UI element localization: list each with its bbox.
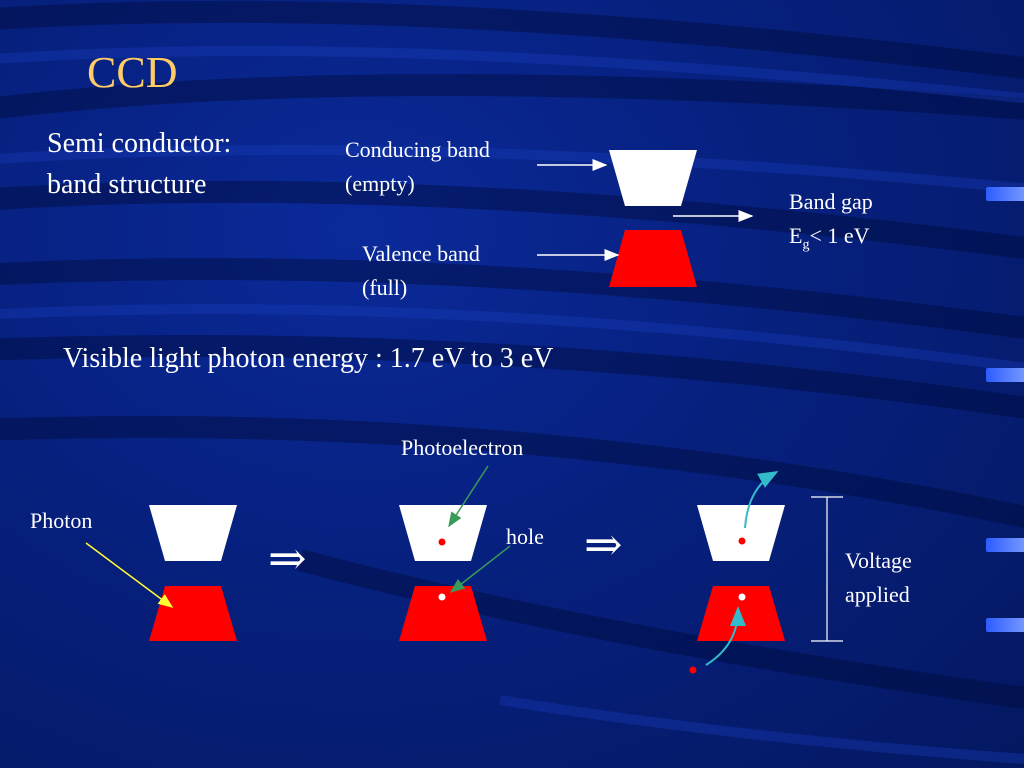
voltage-applied-label: applied	[845, 582, 910, 607]
stage3-electron-dot	[738, 537, 746, 545]
stage2-conduction-band	[399, 505, 487, 561]
conducting-band-state: (empty)	[345, 171, 415, 196]
stage1-conduction-band	[149, 505, 237, 561]
stage1-valence-band	[149, 586, 237, 641]
slide-title: CCD	[87, 48, 178, 97]
edge-highlight	[986, 538, 1024, 552]
conduction-band-shape	[609, 150, 697, 206]
band-gap-value: Eg< 1 eV	[789, 223, 870, 253]
band-gap-symbol: E	[789, 223, 803, 248]
conducting-band-label: Conducing band	[345, 137, 490, 162]
stage3-escaped-electron	[689, 666, 697, 674]
hole-label: hole	[506, 524, 544, 549]
photon-energy-text: Visible light photon energy : 1.7 eV to …	[63, 343, 554, 374]
implies-arrow-1: ⇒	[268, 533, 307, 584]
stage2-electron-dot	[438, 538, 446, 546]
valence-band-shape	[609, 230, 697, 287]
band-gap-subscript: g	[802, 237, 810, 253]
photon-arrow	[85, 542, 174, 608]
heading-line-2: band structure	[47, 169, 207, 200]
hole-arrow	[449, 545, 511, 593]
stage3-hole-dot	[738, 593, 746, 601]
edge-highlight	[986, 368, 1024, 382]
electron-exit-arrow	[744, 471, 779, 529]
stage2-hole-dot	[438, 593, 446, 601]
edge-highlight	[986, 187, 1024, 201]
voltage-label: Voltage	[845, 548, 912, 573]
stage3-conduction-band	[697, 505, 785, 561]
implies-arrow-2: ⇒	[584, 519, 623, 570]
band-gap-number: < 1 eV	[809, 223, 870, 248]
photoelectron-label: Photoelectron	[401, 435, 524, 460]
photoelectron-arrow	[448, 465, 489, 528]
photon-label: Photon	[30, 508, 93, 533]
hole-fill-arrow	[705, 606, 746, 666]
valence-band-label: Valence band	[362, 241, 480, 266]
heading-line-1: Semi conductor:	[47, 128, 232, 159]
valence-band-state: (full)	[362, 275, 408, 300]
edge-highlight	[986, 618, 1024, 632]
stage2-valence-band	[399, 586, 487, 641]
band-gap-label: Band gap	[789, 189, 873, 214]
